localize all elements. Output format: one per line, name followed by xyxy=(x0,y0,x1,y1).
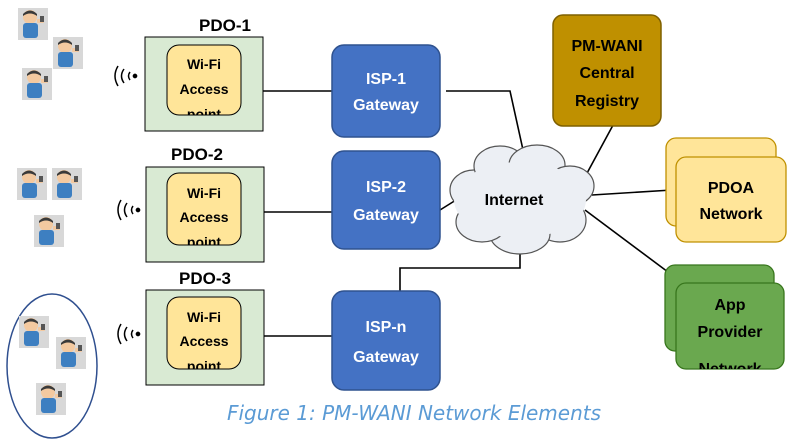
connection-lines xyxy=(239,90,673,337)
ap-label-line1: Wi-Fi xyxy=(187,309,221,325)
user-icon xyxy=(36,383,66,415)
user-icon xyxy=(52,168,82,200)
pdoa-network-box xyxy=(675,156,787,243)
app-provider-box xyxy=(675,282,785,370)
user-group-pdo2 xyxy=(17,168,82,247)
registry-line1: PM-WANI xyxy=(571,38,642,55)
ap-label-line1: Wi-Fi xyxy=(187,56,221,72)
ap-label-line3: point xyxy=(187,234,222,250)
user-icon xyxy=(19,316,49,348)
app-provider-line1: App xyxy=(714,297,745,314)
central-registry-box xyxy=(552,14,662,127)
isp-gateway-line1: ISP-n xyxy=(366,319,407,336)
registry-line2: Central xyxy=(579,65,634,82)
user-icon xyxy=(22,68,52,100)
figure-caption: Figure 1: PM-WANI Network Elements xyxy=(227,401,601,425)
wifi-signal-icon xyxy=(117,323,141,345)
isp-gateway-box xyxy=(331,290,441,391)
isp-gateway-line1: ISP-1 xyxy=(366,71,406,88)
ap-label-line3: point xyxy=(187,106,222,122)
internet-label: Internet xyxy=(485,192,544,209)
access-point-box xyxy=(166,44,242,116)
pdo-title: PDO-1 xyxy=(199,16,251,35)
pdoa-line2: Network xyxy=(699,206,762,223)
ap-label-line1: Wi-Fi xyxy=(187,185,221,201)
pdo-title: PDO-3 xyxy=(179,269,231,288)
pdo-title: PDO-2 xyxy=(171,145,223,164)
ap-label-line2: Access xyxy=(179,333,228,349)
user-icon xyxy=(56,337,86,369)
access-point-box xyxy=(166,172,242,246)
ap-label-line2: Access xyxy=(179,209,228,225)
isp-gateway-line1: ISP-2 xyxy=(366,179,406,196)
ap-label-line2: Access xyxy=(179,81,228,97)
app-provider-line3: Network xyxy=(698,361,761,378)
user-icon xyxy=(53,37,83,69)
user-icon xyxy=(18,8,48,40)
pdoa-line1: PDOA xyxy=(708,180,755,197)
user-group-pdo1 xyxy=(18,8,83,100)
isp-gateway-box xyxy=(331,44,441,138)
isp-gateway-line2: Gateway xyxy=(353,97,419,114)
wifi-signal-icon xyxy=(117,199,141,221)
ap-label-line3: point xyxy=(187,358,222,374)
isp-gateway-box xyxy=(331,150,441,250)
user-icon xyxy=(17,168,47,200)
app-provider-line2: Provider xyxy=(698,324,763,341)
access-point-box xyxy=(166,296,242,370)
wifi-signal-icon xyxy=(114,65,138,87)
isp-gateway-line2: Gateway xyxy=(353,349,419,366)
isp-gateway-line2: Gateway xyxy=(353,207,419,224)
user-icon xyxy=(34,215,64,247)
registry-line3: Registry xyxy=(575,93,639,110)
